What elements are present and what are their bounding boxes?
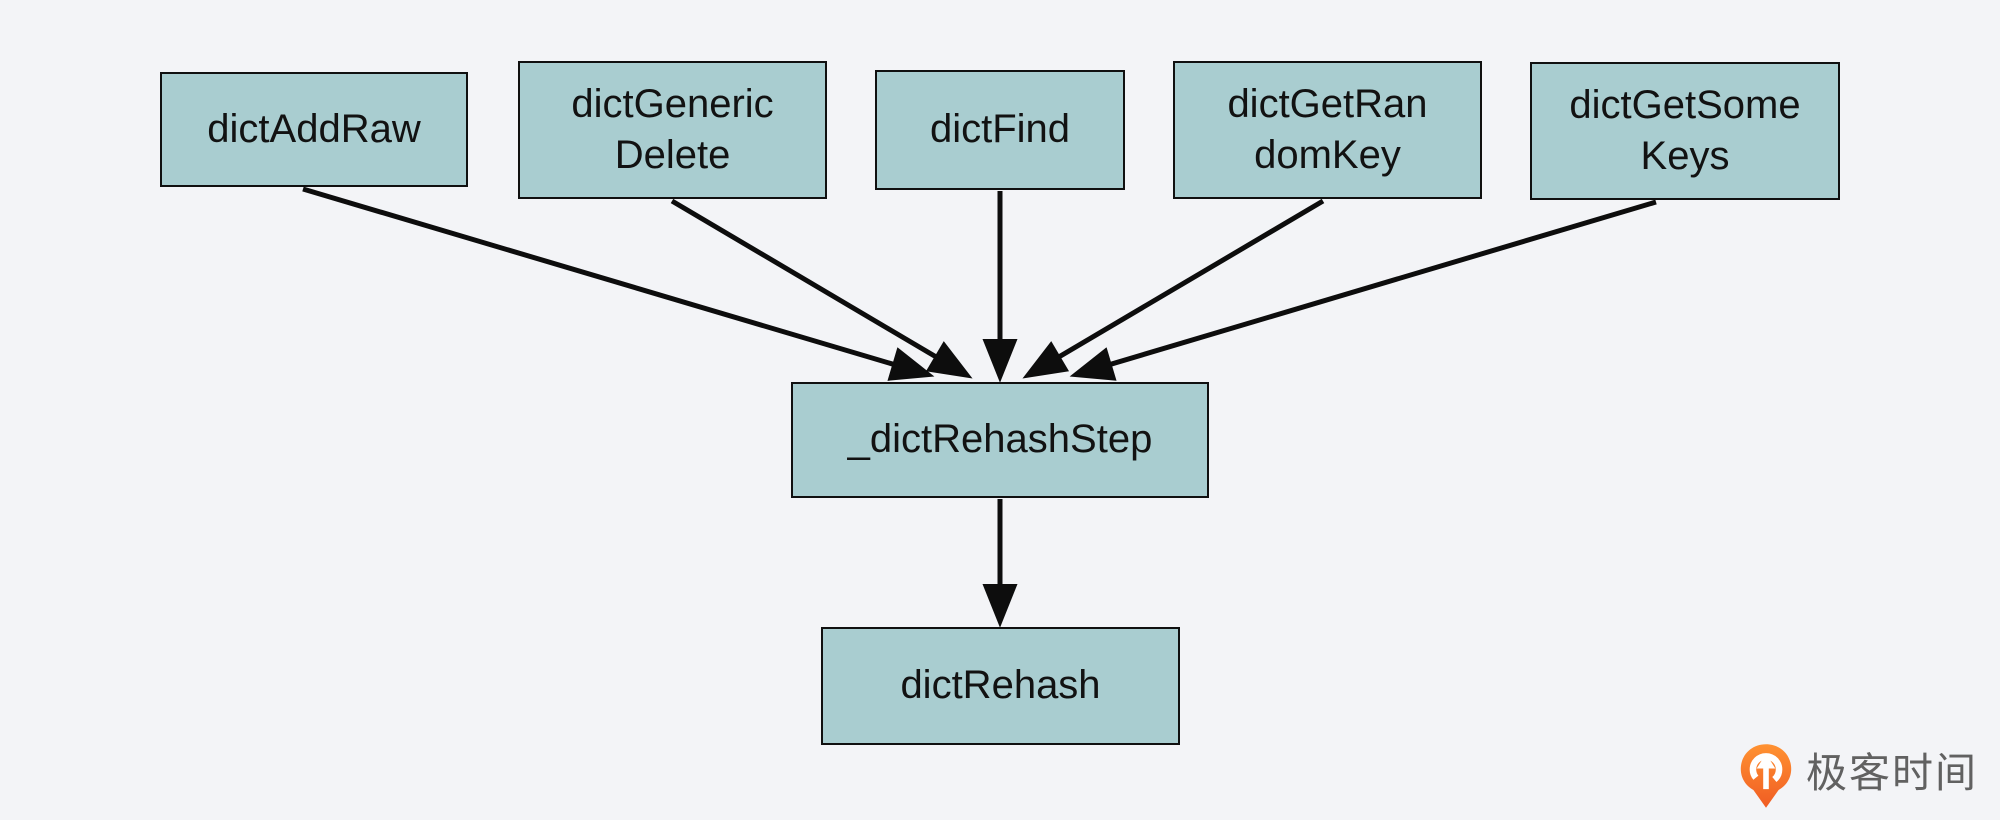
node-dictgetsomekeys-label: dictGetSome Keys	[1569, 82, 1801, 178]
edge-dictAddRaw-to-dictRehashStep	[302, 186, 935, 381]
node-dictfind-label: dictFind	[929, 107, 1071, 152]
node-dictrehashstep-label: _dictRehashStep	[847, 417, 1153, 462]
node-dictgetrandomkey-label: dictGetRan domKey	[1227, 81, 1428, 177]
node-dictaddraw: dictAddRaw	[160, 72, 468, 187]
node-dictrehash-label: dictRehash	[900, 663, 1101, 708]
node-dictfind: dictFind	[875, 70, 1125, 190]
node-dictrehashstep: _dictRehashStep	[791, 382, 1209, 498]
geektime-brand-text: 极客时间	[1806, 749, 1978, 796]
node-dictgenericdelete-label: dictGeneric Delete	[571, 81, 774, 177]
node-dictgenericdelete: dictGeneric Delete	[518, 61, 827, 199]
node-dictgetsomekeys: dictGetSome Keys	[1530, 62, 1840, 200]
edge-dictGetSomeKeys-to-dictRehashStep	[1069, 199, 1657, 381]
node-dictaddraw-label: dictAddRaw	[207, 106, 421, 151]
node-dictgetrandomkey: dictGetRan domKey	[1173, 61, 1482, 199]
geektime-watermark: 极客时间	[1738, 742, 1978, 810]
edge-dictGenericDelete-to-dictRehashStep	[670, 198, 973, 379]
node-dictrehash: dictRehash	[821, 627, 1180, 745]
geektime-logo-icon	[1738, 742, 1794, 810]
edge-dictGetRandomKey-to-dictRehashStep	[1022, 198, 1325, 379]
